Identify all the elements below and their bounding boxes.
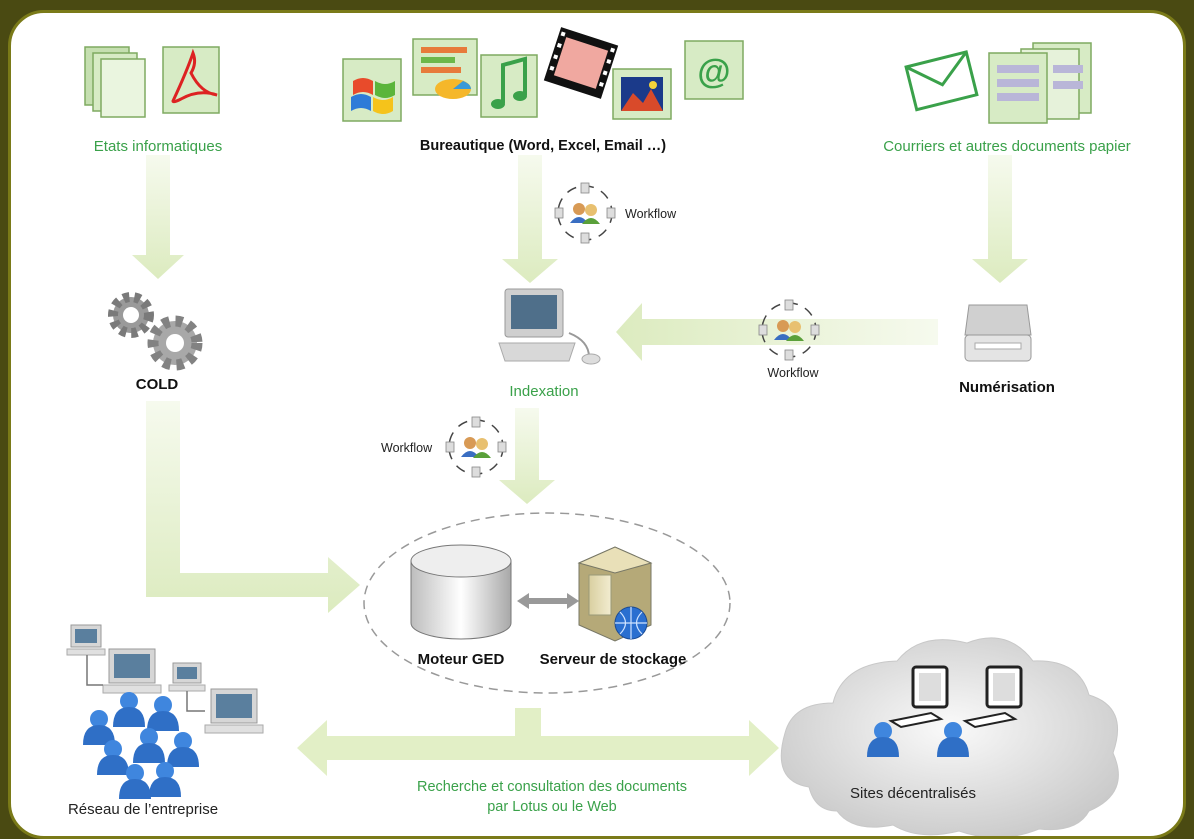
workflow-cycle-icon — [445, 416, 507, 478]
source-etats-label: Etats informatiques — [93, 138, 223, 155]
arrow-courriers-to-numerisation — [972, 155, 1028, 283]
cold-label: COLD — [135, 376, 179, 393]
document-stack-icon — [84, 46, 146, 118]
remote-workstation-icon — [888, 665, 1023, 729]
arrow-indexation-to-ged — [499, 408, 555, 504]
arrow-distribution — [297, 708, 779, 776]
workflow-label-left: Workflow — [381, 441, 433, 455]
bidirectional-arrow — [517, 593, 579, 609]
flow-arrows — [132, 155, 1028, 776]
reseau-label: Réseau de l’entreprise — [67, 801, 219, 818]
indexation-label: Indexation — [509, 383, 579, 400]
envelope-icon — [904, 50, 979, 112]
moteur-ged-label: Moteur GED — [417, 651, 505, 668]
network-computers-icon — [66, 624, 264, 734]
chart-icon — [412, 38, 478, 99]
at-sign-icon: @ — [684, 40, 744, 100]
music-note-icon — [480, 54, 538, 118]
source-bureautique-label: Bureautique (Word, Excel, Email …) — [419, 138, 667, 154]
paper-documents-icon — [988, 42, 1092, 124]
numerisation-label: Numérisation — [959, 379, 1055, 396]
arrow-etats-to-cold — [132, 155, 184, 279]
users-icon — [83, 692, 199, 799]
arrow-numerisation-to-indexation — [616, 303, 938, 361]
workflow-label-top: Workflow — [625, 207, 677, 221]
diagram-canvas: @ — [66, 27, 1119, 836]
workflow-label-right: Workflow — [767, 366, 819, 380]
windows-icon — [342, 58, 402, 122]
pdf-icon — [162, 46, 220, 114]
ged-boundary — [363, 512, 731, 694]
diagram-panel: @ — [8, 10, 1186, 839]
recherche-line1: Recherche et consultation des documents — [416, 779, 688, 795]
workflow-cycle-icon — [554, 182, 616, 244]
database-icon — [410, 544, 512, 640]
gears-icon — [108, 292, 203, 371]
svg-text:@: @ — [697, 53, 730, 91]
serveur-label: Serveur de stockage — [539, 651, 687, 668]
recherche-line2: par Lotus ou le Web — [487, 799, 617, 815]
photo-icon — [612, 68, 672, 120]
arrow-cold-to-ged — [146, 401, 360, 613]
server-icon — [577, 546, 653, 642]
scanner-icon — [964, 304, 1032, 362]
arrow-bureautique-to-indexation — [502, 155, 558, 283]
computer-icon — [498, 288, 601, 365]
film-strip-icon — [543, 27, 619, 99]
source-courriers-label: Courriers et autres documents papier — [883, 138, 1131, 155]
sites-label: Sites décentralisés — [850, 785, 976, 802]
